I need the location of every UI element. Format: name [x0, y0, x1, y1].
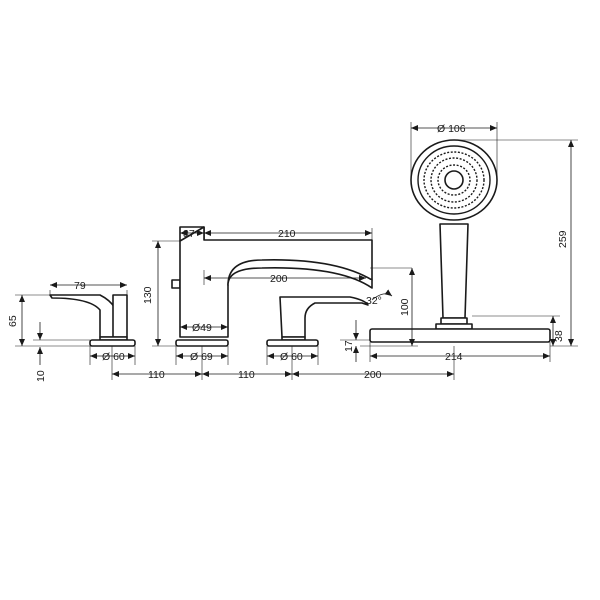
- dim-100: [360, 268, 418, 347]
- dim-dia60-right-label: Ø 60: [280, 351, 303, 363]
- dim-200-spout-label: 200: [270, 273, 288, 285]
- dim-214: [369, 342, 551, 362]
- dim-32-label: 32°: [366, 295, 382, 307]
- dim-79-label: 79: [74, 280, 86, 292]
- dim-dia106: [410, 122, 498, 178]
- dim-65-label: 65: [7, 315, 19, 327]
- dim-65: [15, 294, 100, 347]
- dim-100-label: 100: [399, 298, 411, 316]
- dim-214-label: 214: [445, 351, 463, 363]
- left-base-plate: [89, 339, 136, 347]
- dim-110-b-label: 110: [238, 369, 255, 381]
- dim-200-spout: [203, 270, 366, 285]
- dim-10: [33, 322, 90, 365]
- dim-dia106-label: Ø 106: [437, 123, 466, 135]
- dim-210: [204, 228, 373, 240]
- hand-shower: [369, 139, 551, 343]
- dim-dia69: [175, 346, 229, 365]
- dim-dia60-right: [266, 346, 319, 365]
- dim-dia69-label: Ø 69: [190, 351, 213, 363]
- dim-130: [152, 240, 180, 347]
- dim-200-bottom: [292, 346, 455, 380]
- dim-38-label: 38: [553, 330, 565, 342]
- dim-dia60-left-label: Ø 60: [102, 351, 125, 363]
- dim-32-angle: [370, 267, 412, 301]
- dim-110-a-label: 110: [148, 369, 165, 381]
- dim-37-label: 37: [183, 228, 195, 240]
- dim-200-bottom-label: 200: [364, 369, 382, 381]
- spout-base-plate: [175, 339, 229, 347]
- dim-dia49-label: Ø49: [192, 322, 212, 334]
- right-base-plate: [266, 339, 319, 347]
- right-handle: [279, 296, 369, 341]
- dim-130-label: 130: [142, 286, 154, 304]
- dim-10-label: 10: [35, 370, 47, 382]
- dim-17: [340, 320, 370, 362]
- dim-259: [456, 139, 578, 347]
- dim-38: [472, 315, 560, 346]
- dim-259-label: 259: [557, 230, 569, 248]
- dim-37: [179, 228, 204, 238]
- dim-dia60-left: [89, 346, 136, 365]
- dim-17-label: 17: [343, 340, 355, 352]
- left-handle: [49, 294, 128, 341]
- dim-210-label: 210: [278, 228, 296, 240]
